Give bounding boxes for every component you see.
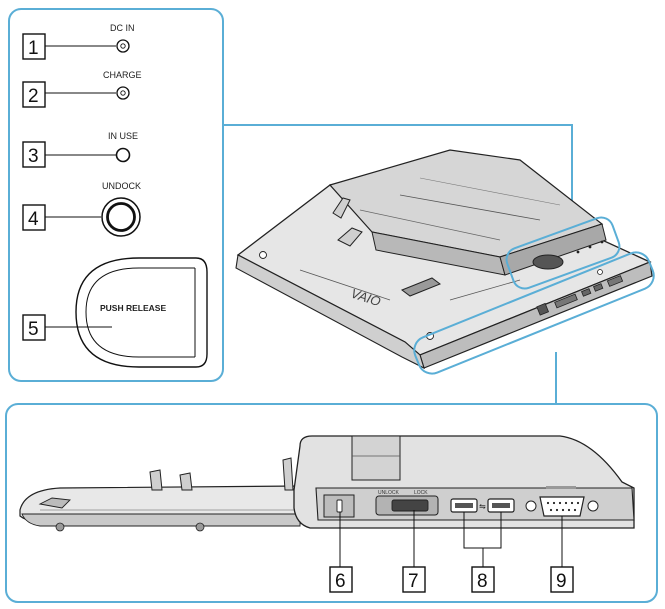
push-release-label: PUSH RELEASE bbox=[100, 303, 166, 313]
callout-number-7: 7 bbox=[408, 571, 419, 592]
callout-number-4: 4 bbox=[28, 209, 39, 230]
indicator-highlight-outline bbox=[505, 216, 621, 290]
callout-box-8 bbox=[471, 566, 495, 593]
callout-number-3: 3 bbox=[28, 146, 39, 167]
callout-number-5: 5 bbox=[28, 319, 39, 340]
unlock-label: UNLOCK bbox=[378, 490, 400, 496]
connector-line-top bbox=[223, 124, 573, 220]
side-view-frame bbox=[5, 403, 658, 603]
docking-station-side-view: UNLOCK LOCK ⇋ bbox=[19, 435, 635, 532]
undock-label: UNDOCK bbox=[102, 181, 141, 191]
callout-number-8: 8 bbox=[477, 571, 488, 592]
push-release-lever-icon bbox=[75, 257, 208, 368]
callout-number-1: 1 bbox=[28, 38, 39, 59]
indicator-detail-frame bbox=[8, 8, 224, 382]
charge-label: CHARGE bbox=[103, 70, 142, 80]
ports-highlight-outline bbox=[413, 251, 655, 375]
usb-symbol-icon: ⇋ bbox=[479, 502, 486, 511]
callout-box-6 bbox=[329, 566, 353, 593]
callout-box-7 bbox=[402, 566, 426, 593]
in-use-label: IN USE bbox=[108, 131, 138, 141]
callout-number-6: 6 bbox=[335, 571, 346, 592]
dc-in-label: DC IN bbox=[110, 23, 135, 33]
docking-station-top-view: VAIO bbox=[235, 149, 653, 370]
lock-label: LOCK bbox=[414, 490, 428, 496]
callout-number-2: 2 bbox=[28, 86, 39, 107]
in-use-indicator-icon bbox=[115, 147, 131, 163]
callout-box-9 bbox=[550, 566, 574, 593]
callout-box-2 bbox=[22, 81, 46, 108]
monitor-port-icon bbox=[539, 496, 585, 517]
callout-number-9: 9 bbox=[556, 571, 567, 592]
